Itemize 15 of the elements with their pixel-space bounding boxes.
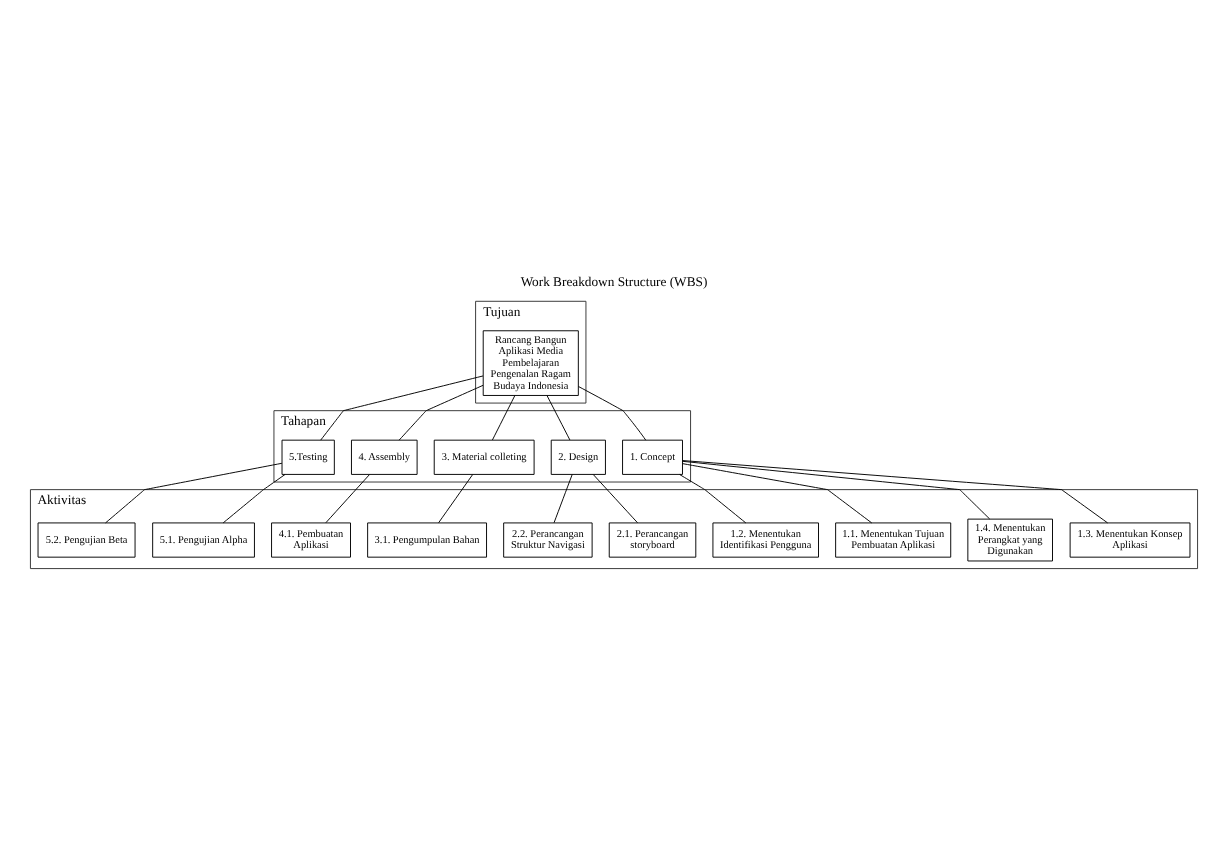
connector [553, 473, 573, 523]
connector [682, 462, 873, 523]
connector [105, 461, 283, 523]
connector [682, 459, 991, 519]
connector [398, 383, 484, 440]
connector [592, 473, 638, 523]
connector [320, 374, 484, 440]
connector [222, 473, 286, 523]
connector [679, 473, 747, 523]
connector [546, 394, 571, 440]
connector [682, 459, 1109, 523]
connector [325, 473, 370, 523]
connector [491, 394, 516, 440]
connector [578, 385, 647, 440]
connector [438, 473, 474, 523]
